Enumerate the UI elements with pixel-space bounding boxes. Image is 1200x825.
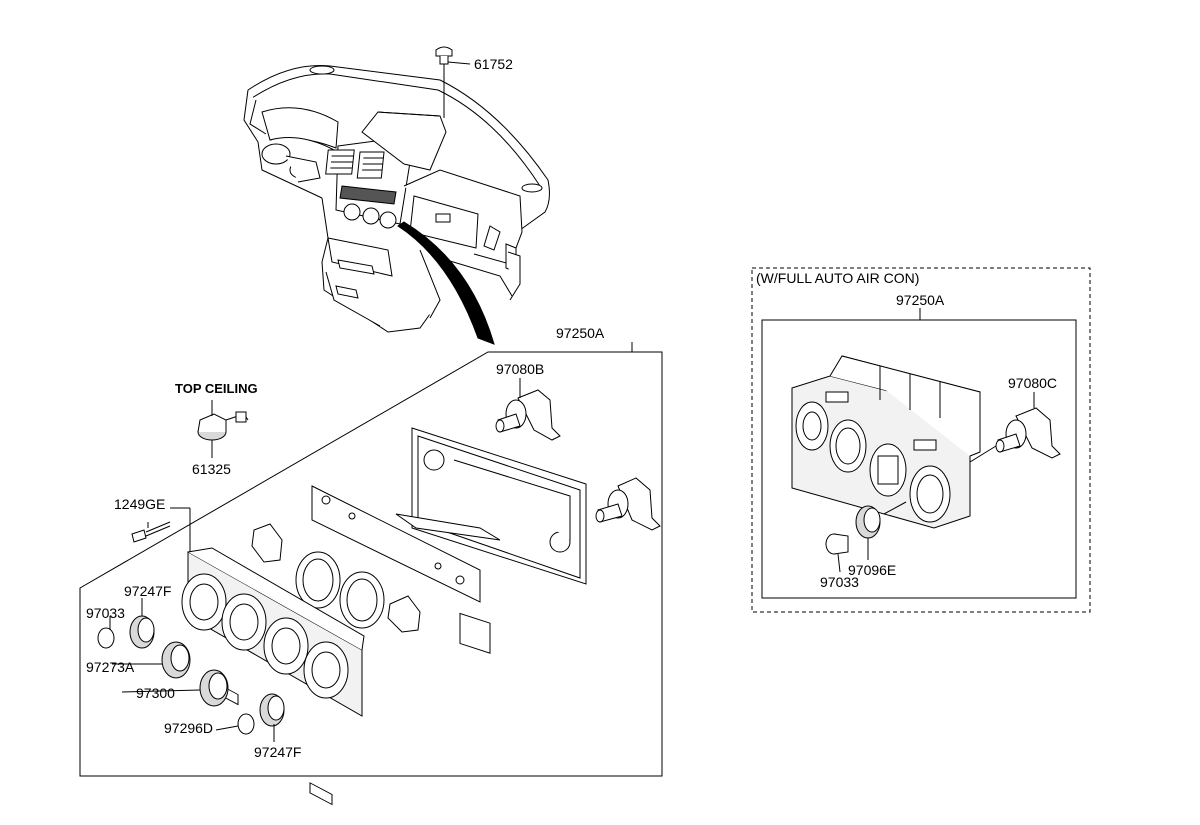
ring-bezels: [295, 551, 385, 629]
auto-control-unit: [791, 355, 981, 529]
callout-97247F-bottom: 97247F: [254, 744, 302, 760]
sensor-61325-part: [197, 400, 249, 458]
auto-aircon-heading: (W/FULL AUTO AIR CON): [756, 270, 920, 286]
clip-61752-part: [435, 46, 471, 118]
main-assembly-frame: [79, 342, 663, 777]
callout-97080C: 97080C: [1008, 375, 1058, 391]
callout-97273A: 97273A: [86, 659, 135, 675]
callout-top-ceiling: TOP CEILING: [175, 381, 258, 396]
auto-aircon-frame: [751, 267, 1091, 613]
callout-97080B: 97080B: [496, 361, 545, 377]
leader-lines: [109, 616, 275, 742]
callout-97096E: 97096E: [848, 562, 897, 578]
callout-97247F-top: 97247F: [124, 583, 172, 599]
callout-97250A-auto: 97250A: [896, 292, 945, 308]
callout-97033-auto: 97033: [820, 574, 859, 590]
auto-knob-parts: [825, 501, 907, 573]
callout-97300: 97300: [136, 685, 175, 701]
front-bezel-plate: [311, 485, 481, 603]
actuator-97080B-top: [495, 378, 561, 441]
dashboard-illustration: [243, 65, 550, 333]
screw-1249GE-part: [131, 507, 191, 560]
actuator-97080C: [969, 392, 1061, 463]
callout-97250A-main: 97250A: [556, 325, 605, 341]
knob-parts-left: [97, 598, 285, 735]
callout-61752: 61752: [474, 56, 513, 72]
callout-97296D: 97296D: [164, 720, 214, 736]
control-panel-main: [181, 547, 365, 806]
actuator-lower-right: [595, 477, 661, 531]
callout-1249GE: 1249GE: [114, 496, 166, 512]
callout-61325: 61325: [192, 461, 231, 477]
callout-97033-main: 97033: [86, 605, 125, 621]
small-brackets: [251, 523, 421, 633]
pointer-strip: [397, 221, 495, 345]
rear-housing-plate: [395, 427, 587, 654]
